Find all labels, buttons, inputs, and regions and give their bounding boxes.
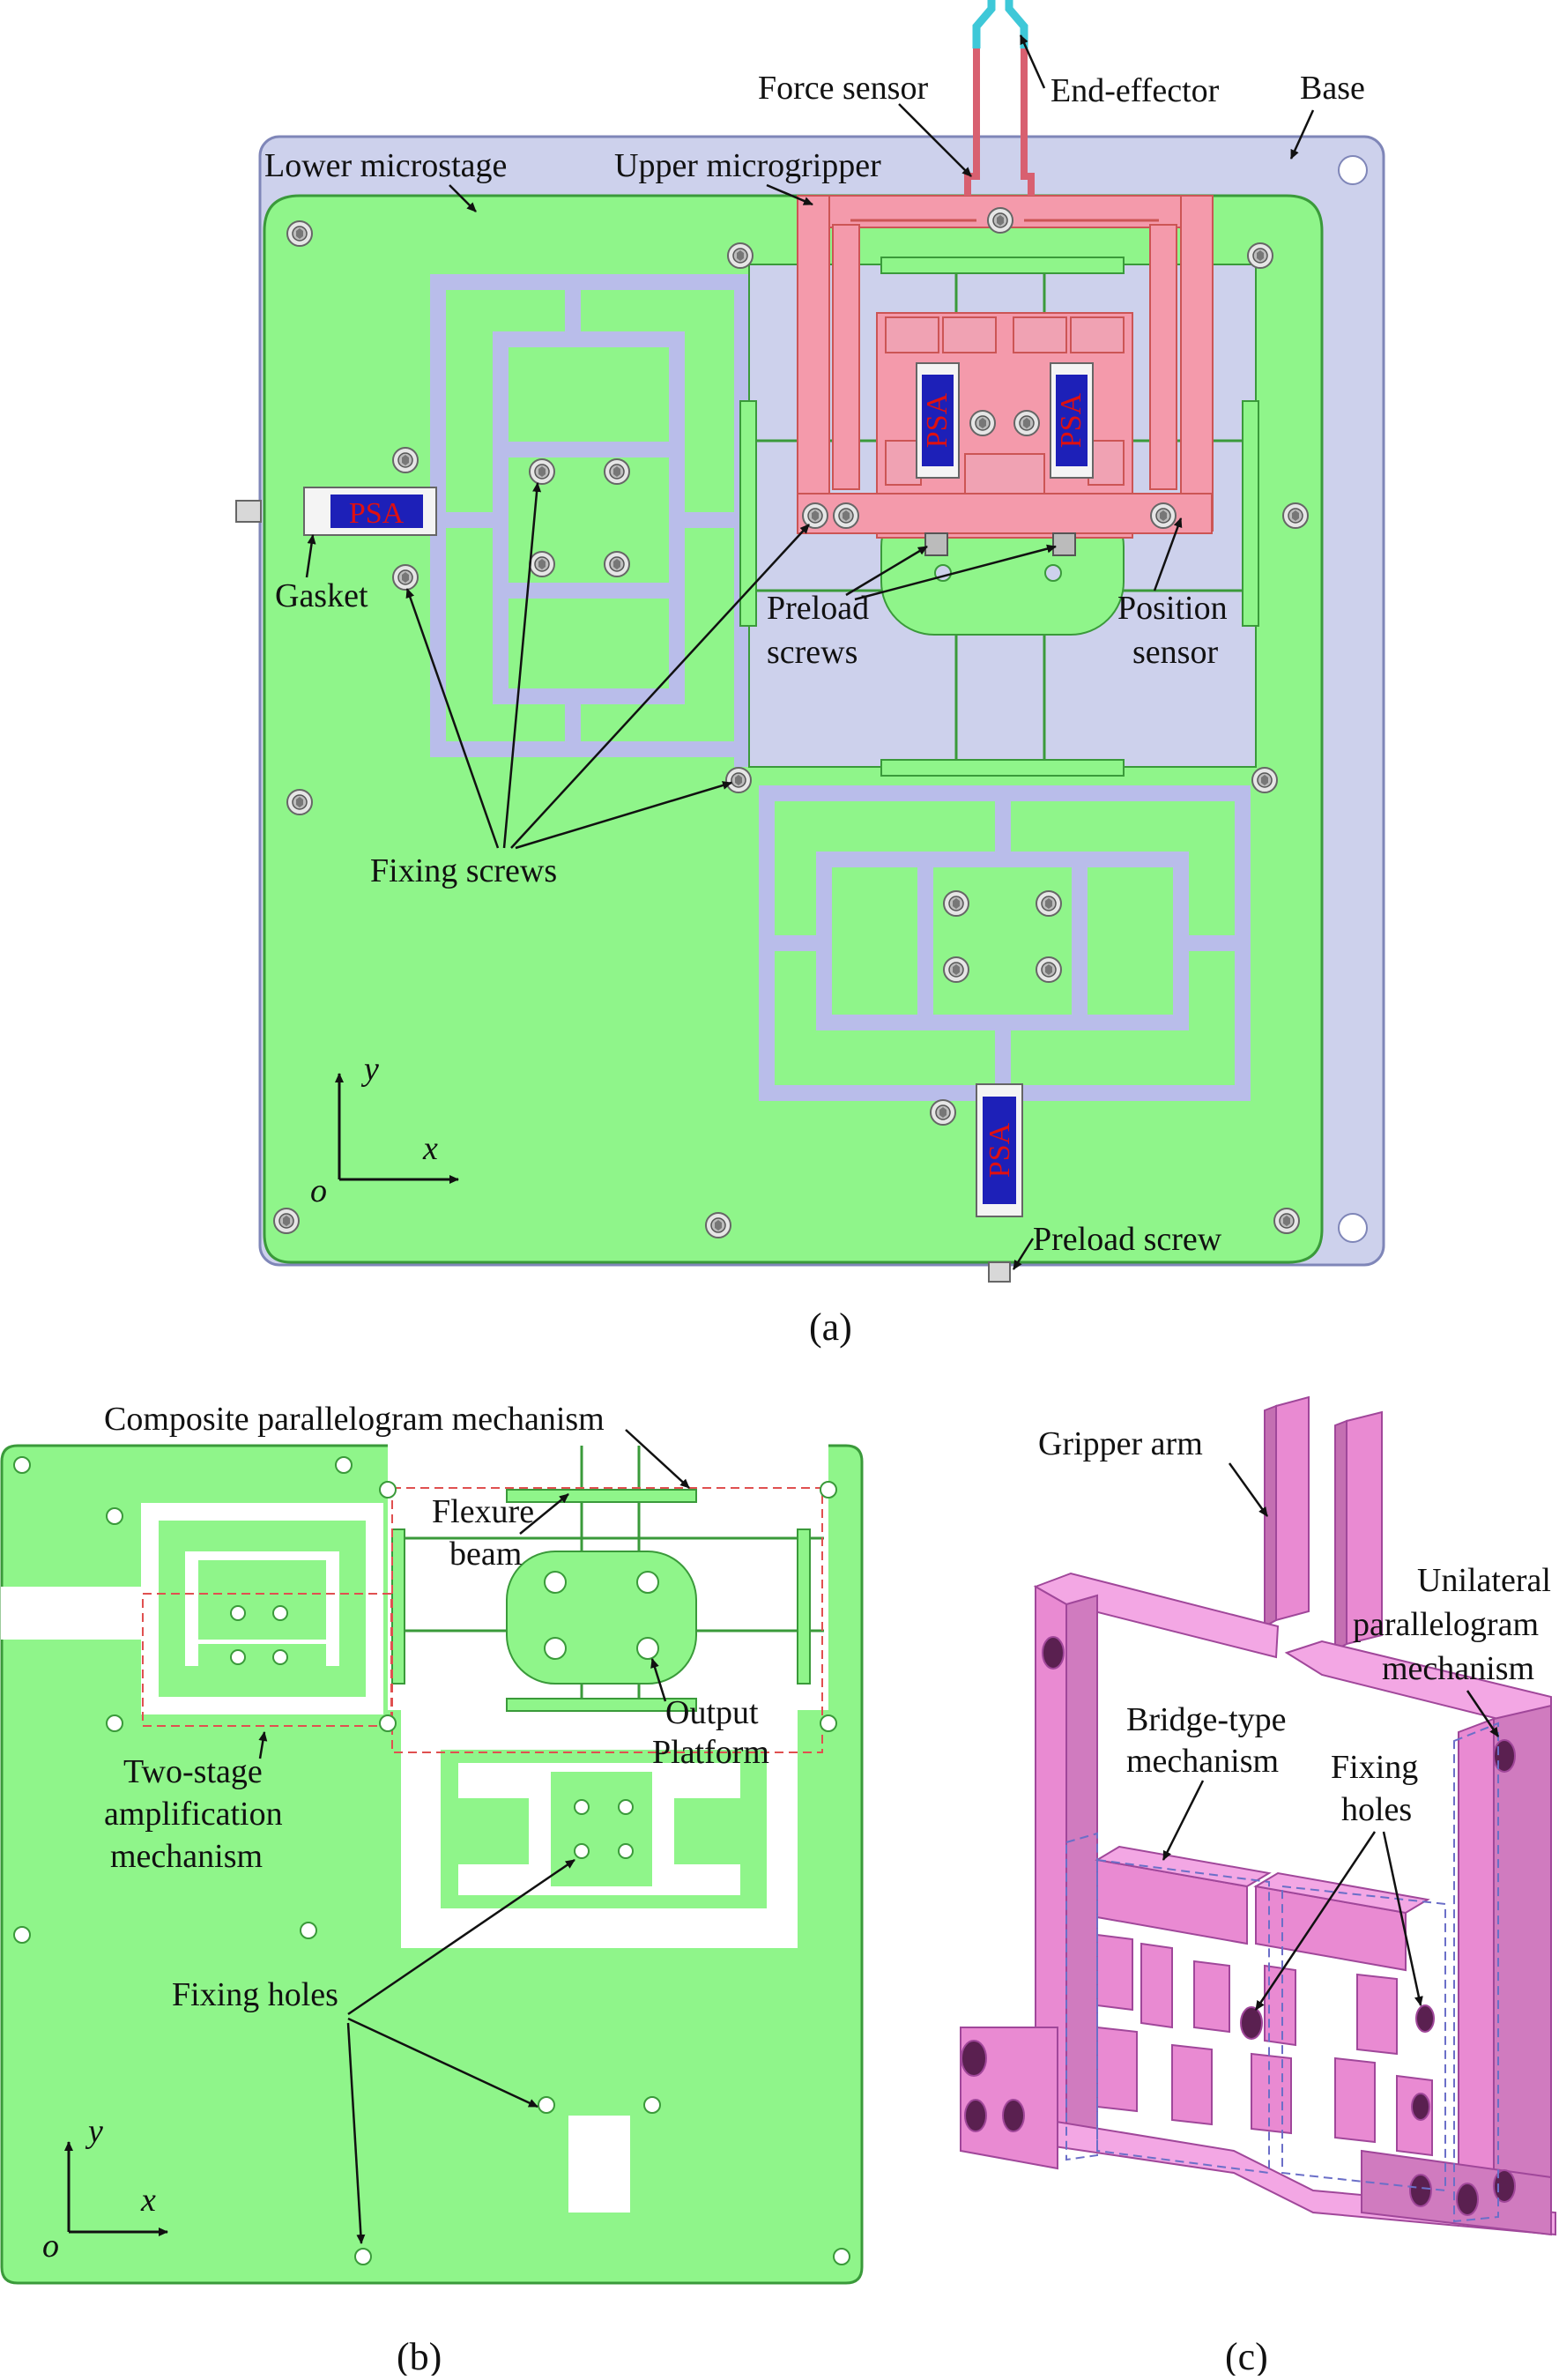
label-two-stage-2: amplification bbox=[104, 1796, 283, 1833]
axis-y-label: y bbox=[360, 1051, 379, 1088]
axis-x-label-b: x bbox=[140, 2182, 156, 2219]
position-sensor bbox=[924, 532, 948, 556]
label-force-sensor: Force sensor bbox=[758, 70, 928, 107]
two-stage-box bbox=[142, 1593, 392, 1727]
caption-a: (a) bbox=[809, 1305, 852, 1349]
axis-origin-label: o bbox=[310, 1172, 327, 1209]
upper-microgripper bbox=[797, 195, 1214, 539]
caption-c: (c) bbox=[1225, 2335, 1268, 2376]
axis-y-label-b: y bbox=[85, 2113, 103, 2150]
end-effector bbox=[972, 0, 1028, 48]
output-platform-b bbox=[506, 1551, 697, 1685]
label-preload-screws-2: screws bbox=[767, 634, 857, 671]
leaders-a bbox=[305, 34, 1315, 1270]
axes-a bbox=[335, 1073, 459, 1184]
label-bridge-2: mechanism bbox=[1126, 1743, 1279, 1780]
label-fixing-holes-c-2: holes bbox=[1341, 1791, 1412, 1828]
panel-b: y x o Composite parallelogram mechanism … bbox=[0, 1401, 864, 2378]
label-fixing-screws: Fixing screws bbox=[370, 852, 557, 889]
axis-origin-label-b: o bbox=[42, 2228, 59, 2265]
base-hole bbox=[1338, 1213, 1368, 1243]
label-lower-microstage: Lower microstage bbox=[264, 147, 507, 184]
label-bridge-1: Bridge-type bbox=[1126, 1701, 1287, 1738]
panel-a: PSA PSA PSA PSA bbox=[235, 0, 1385, 1349]
bridge-blocks-3d bbox=[1095, 1845, 1433, 2157]
label-upper-microgripper: Upper microgripper bbox=[614, 147, 881, 184]
psa-left: PSA bbox=[235, 487, 437, 536]
label-fixing-holes-b: Fixing holes bbox=[172, 1976, 338, 2013]
gripper-arm-right-a bbox=[1021, 48, 1035, 196]
label-base: Base bbox=[1300, 70, 1365, 107]
gripper-arm-left-a bbox=[964, 48, 980, 196]
label-composite-parallelogram: Composite parallelogram mechanism bbox=[104, 1401, 605, 1438]
fixing-holes-c bbox=[961, 1636, 1516, 2216]
psa-bottom: PSA bbox=[976, 1083, 1023, 1283]
frame-3d bbox=[960, 1572, 1556, 2236]
psa-top-2: PSA bbox=[1050, 362, 1094, 479]
axes-b bbox=[64, 2141, 168, 2236]
label-output-2: Platform bbox=[652, 1734, 769, 1771]
caption-b: (b) bbox=[397, 2335, 442, 2376]
base-hole bbox=[1338, 155, 1368, 185]
psa-label: PSA bbox=[921, 392, 954, 448]
label-two-stage-3: mechanism bbox=[110, 1838, 263, 1875]
label-position-sensor-1: Position bbox=[1117, 590, 1228, 627]
label-fixing-holes-c-1: Fixing bbox=[1331, 1749, 1418, 1786]
label-position-sensor-2: sensor bbox=[1132, 634, 1218, 671]
axis-x-label: x bbox=[422, 1130, 438, 1167]
label-end-effector: End-effector bbox=[1050, 72, 1220, 109]
label-unilateral-2: parallelogram bbox=[1353, 1606, 1539, 1643]
label-preload-screw: Preload screw bbox=[1033, 1221, 1222, 1258]
bridge-outline bbox=[1065, 1722, 1499, 2223]
label-output-1: Output bbox=[665, 1694, 759, 1731]
label-two-stage-1: Two-stage bbox=[123, 1753, 263, 1790]
label-gripper-arm: Gripper arm bbox=[1038, 1425, 1203, 1462]
position-sensor bbox=[1052, 532, 1076, 556]
label-preload-screws-1: Preload bbox=[767, 590, 869, 627]
label-flexure-2: beam bbox=[449, 1536, 522, 1573]
leaders-b bbox=[258, 1429, 690, 2244]
label-unilateral-3: mechanism bbox=[1382, 1650, 1534, 1687]
psa-label: PSA bbox=[1055, 392, 1088, 448]
label-flexure-1: Flexure bbox=[432, 1493, 534, 1530]
psa-label: PSA bbox=[984, 1122, 1016, 1178]
label-unilateral-1: Unilateral bbox=[1417, 1562, 1551, 1599]
fixing-holes-b bbox=[13, 1456, 850, 2265]
gripper-arms-3d bbox=[1264, 1395, 1383, 1652]
psa-top-1: PSA bbox=[916, 362, 960, 479]
leaders-c bbox=[1162, 1462, 1500, 2011]
psa-label: PSA bbox=[349, 497, 405, 530]
label-gasket: Gasket bbox=[275, 577, 368, 614]
panel-c: Gripper arm Unilateral parallelogram mec… bbox=[960, 1395, 1556, 2378]
